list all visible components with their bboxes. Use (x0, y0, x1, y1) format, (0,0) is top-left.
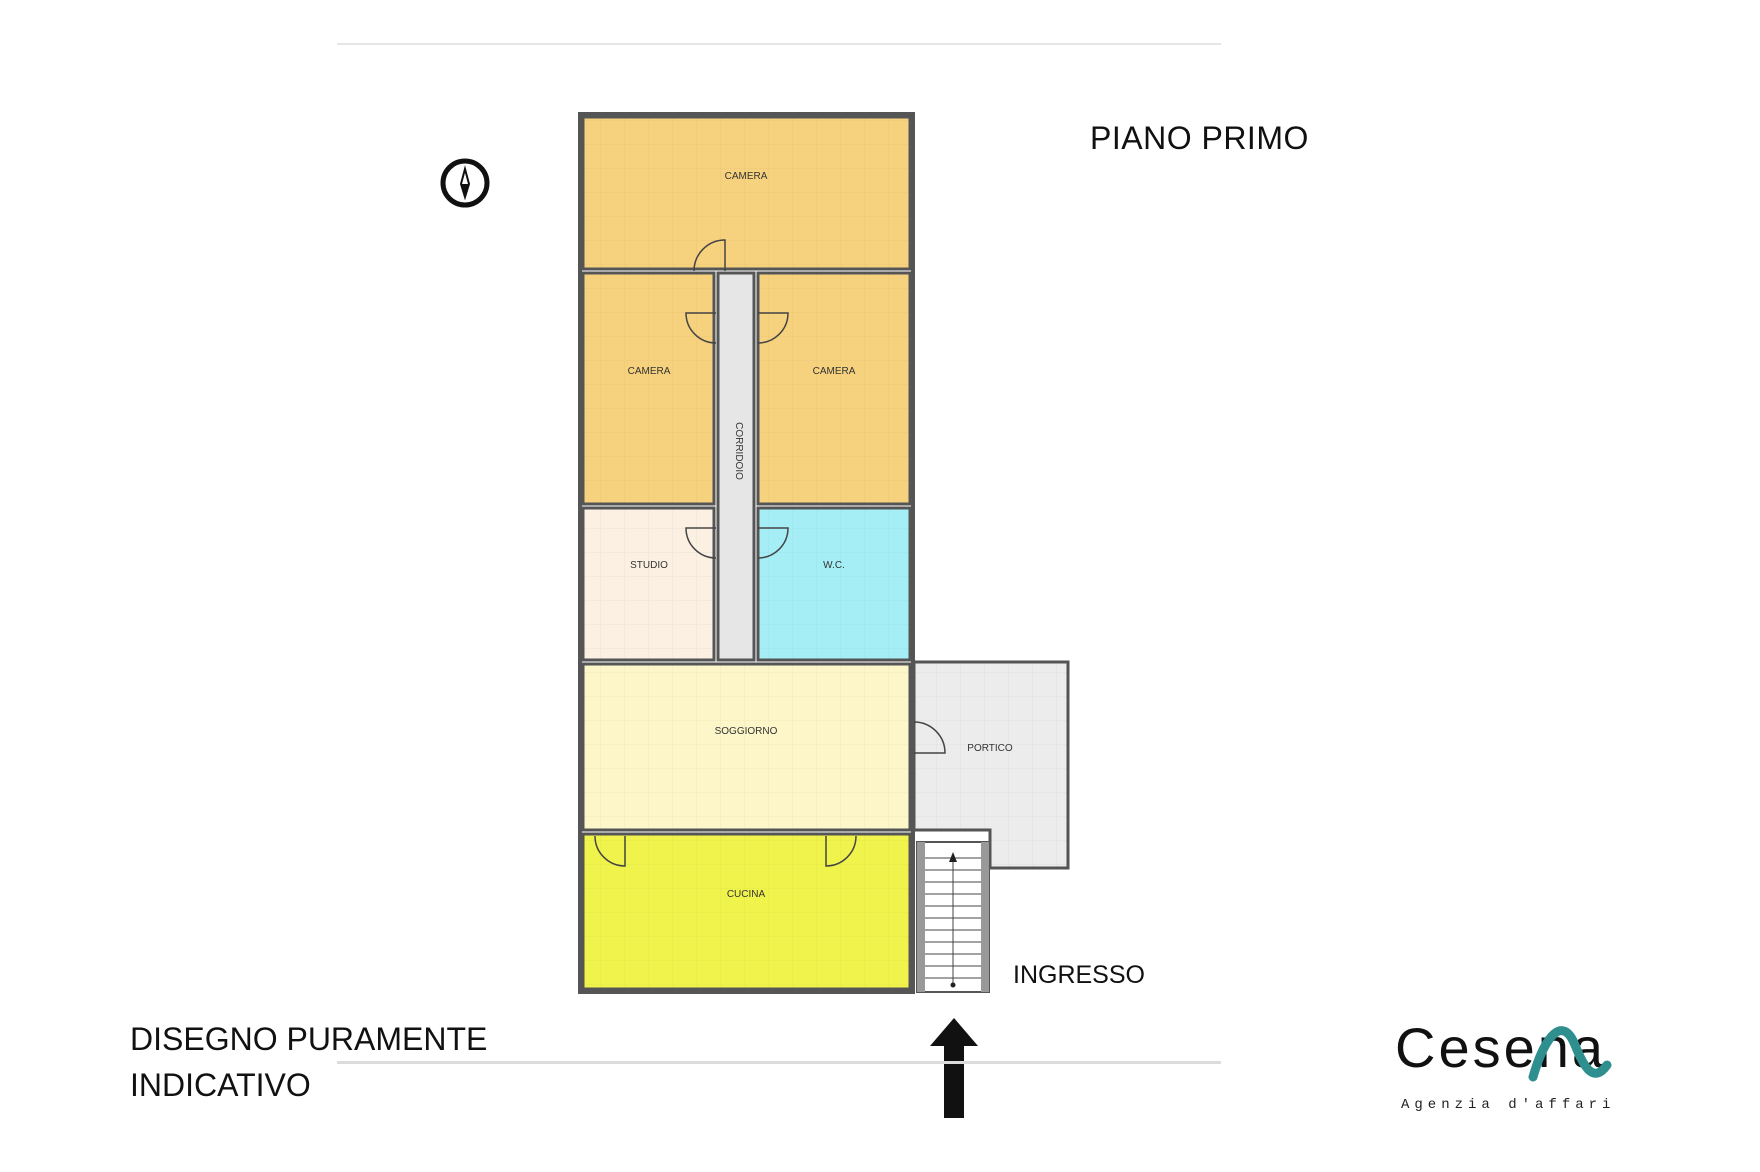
room-label-camera-left: CAMERA (628, 366, 671, 377)
compass-icon (440, 158, 490, 208)
room-label-wc: W.C. (823, 560, 845, 571)
outer-wall (578, 112, 915, 994)
room-label-camera-top: CAMERA (725, 171, 768, 182)
room-camera-left (581, 271, 716, 506)
room-label-camera-right: CAMERA (813, 366, 856, 377)
room-soggiorno (581, 662, 912, 832)
top-divider (337, 43, 1221, 45)
room-studio (581, 506, 716, 662)
entrance-label: INGRESSO (1013, 961, 1145, 989)
doors (594, 239, 946, 867)
room-corridoio (716, 271, 756, 662)
disclaimer-line-2: INDICATIVO (130, 1067, 311, 1103)
room-cucina (581, 832, 912, 991)
room-camera-top (581, 115, 912, 271)
staircase (916, 841, 990, 993)
logo-wordmark: Cesena (1395, 1016, 1607, 1079)
room-label-studio: STUDIO (630, 560, 668, 571)
logo-accent-wave (1528, 1026, 1612, 1082)
bottom-divider (337, 1061, 1221, 1064)
room-wc (756, 506, 912, 662)
logo-tagline: Agenzia d'affari (1401, 1097, 1616, 1113)
room-portico (912, 660, 1070, 870)
room-label-soggiorno: SOGGIORNO (715, 726, 778, 737)
arrow-up-icon (930, 1018, 978, 1118)
floor-title: PIANO PRIMO (1090, 120, 1309, 156)
disclaimer-line-1: DISEGNO PURAMENTE (130, 1021, 488, 1057)
disclaimer: DISEGNO PURAMENTE INDICATIVO (130, 1016, 487, 1108)
room-label-portico: PORTICO (967, 743, 1013, 754)
room-label-cucina: CUCINA (727, 889, 766, 900)
agency-logo: Cesena Agenzia d'affari (1395, 1015, 1625, 1115)
room-camera-right (756, 271, 912, 506)
room-label-corridoio: CORRIDOIO (733, 422, 744, 480)
